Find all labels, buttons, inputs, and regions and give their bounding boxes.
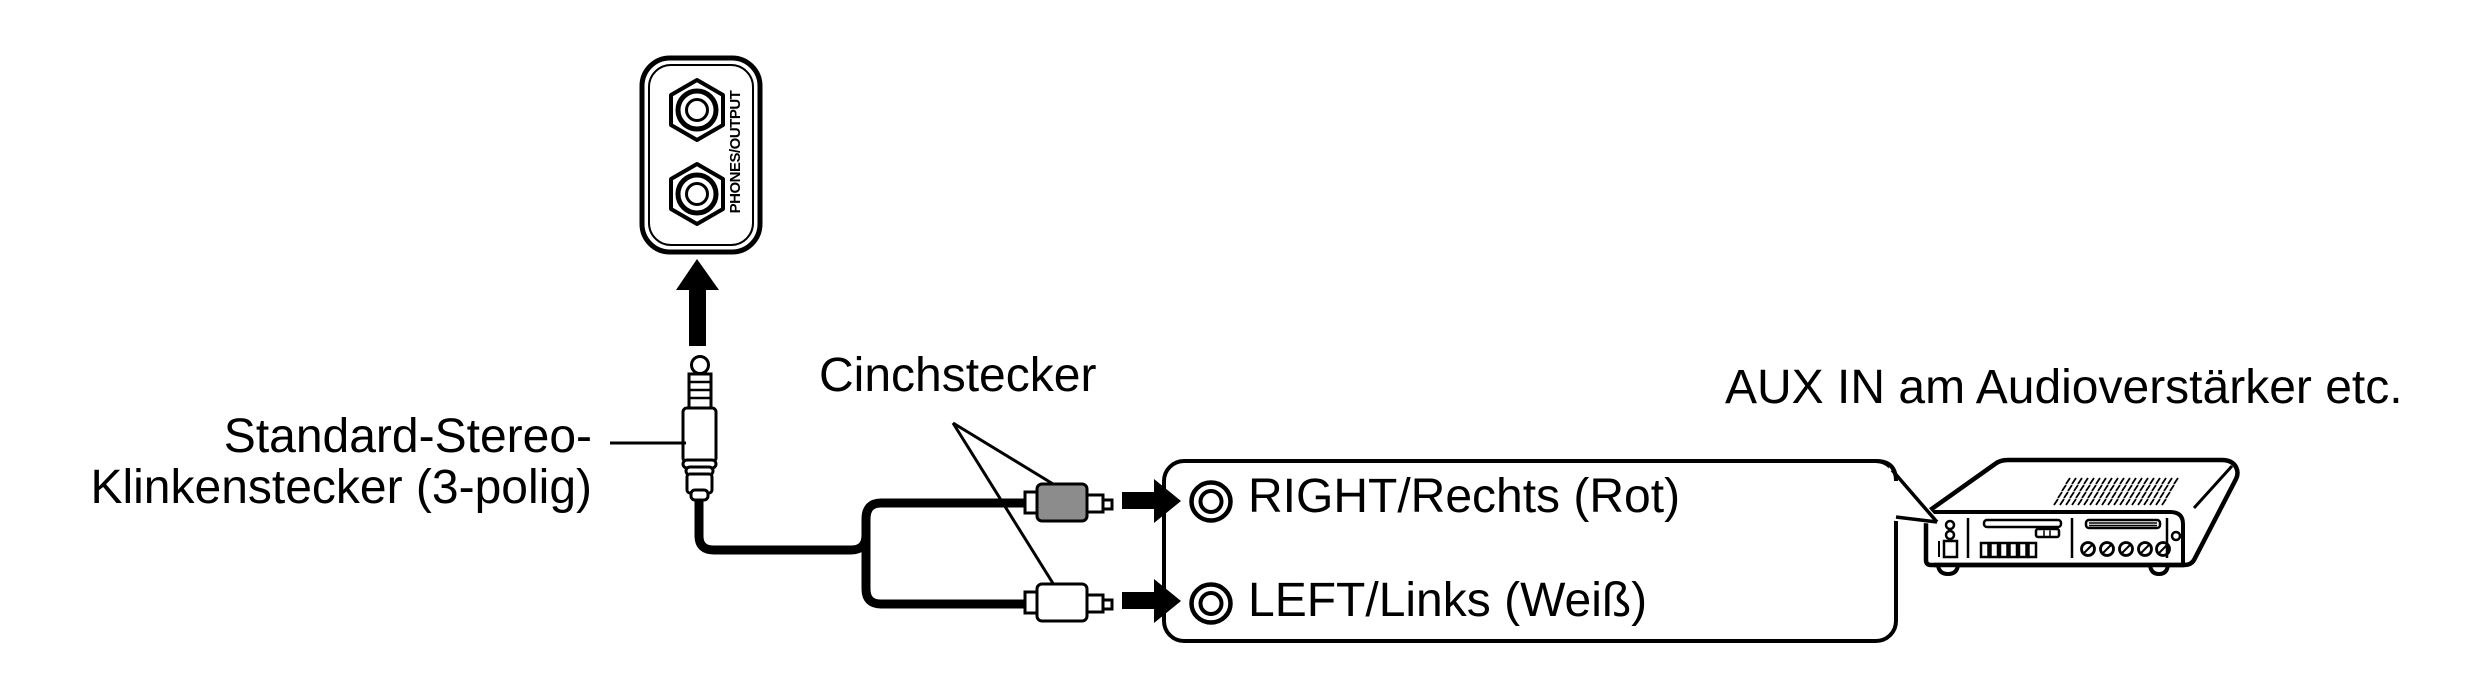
amp-display-slot	[2084, 518, 2162, 530]
rca-plug-red-icon	[1023, 482, 1114, 523]
stereo-plug-icon	[681, 355, 718, 502]
aux-left-label: LEFT/Links (Weiß)	[1248, 574, 1647, 627]
up-arrow-icon	[676, 259, 719, 346]
cable-bottom-branch	[861, 527, 1026, 609]
audio-cable	[694, 495, 1027, 609]
right-arrow-bottom-icon	[1122, 579, 1181, 623]
rca-red-tip-end	[1101, 498, 1114, 511]
cinch-leader-bottom	[951, 422, 1056, 586]
aux-box-border	[1162, 459, 1898, 643]
cinch-leader-top	[952, 421, 1059, 489]
stereo-plug-label: Standard-Stereo- Klinkenstecker (3-polig…	[90, 410, 686, 514]
right-arrow-top-icon	[1122, 479, 1181, 523]
aux-jack-right-icon	[1189, 480, 1233, 523]
plug-tip	[690, 355, 710, 375]
amp-cd-slot	[1982, 518, 2063, 529]
plug-label-line1: Standard-Stereo-	[224, 410, 592, 463]
amp-front-edge	[1926, 510, 2185, 563]
jack-socket-bottom-icon	[669, 162, 725, 226]
amp-vents	[2053, 477, 2179, 506]
aux-jack-box: RIGHT/Rechts (Rot) LEFT/Links (Weiß)	[1162, 459, 1898, 643]
panel-label: PHONES/OUTPUT	[727, 90, 744, 213]
amp-aux-jack-bottom-icon	[1944, 529, 1956, 541]
amp-side-shine	[2192, 464, 2234, 510]
amp-front-details	[1938, 518, 2182, 559]
amp-slider	[2034, 527, 2061, 539]
rca-red-tip	[1085, 493, 1105, 514]
rca-white-body	[1035, 582, 1089, 623]
rca-plug-white-icon	[1023, 582, 1114, 623]
aux-jack-left-icon	[1189, 582, 1233, 625]
phones-output-panel: PHONES/OUTPUT	[639, 55, 763, 255]
amplifier-icon	[1923, 457, 2240, 577]
rca-red-body	[1035, 482, 1089, 523]
rca-white-tip	[1085, 593, 1105, 614]
aux-label: AUX IN am Audioverstärker etc.	[1725, 361, 2403, 414]
amp-button-row	[1979, 541, 2038, 559]
aux-right-label: RIGHT/Rechts (Rot)	[1248, 470, 1680, 523]
amp-knobs	[2080, 541, 2171, 557]
rca-white-tip-end	[1101, 598, 1114, 611]
plug-barrel	[681, 406, 718, 464]
plug-label-line2: Klinkenstecker (3-polig)	[90, 461, 592, 514]
cinch-leader-lines	[951, 421, 1059, 586]
amp-power-button	[1942, 539, 1959, 559]
callout-tail	[1875, 459, 1943, 525]
cinch-label: Cinchstecker	[819, 349, 1096, 402]
jack-socket-top-icon	[669, 78, 725, 142]
amp-aux-jack-top-icon	[1944, 519, 1956, 531]
